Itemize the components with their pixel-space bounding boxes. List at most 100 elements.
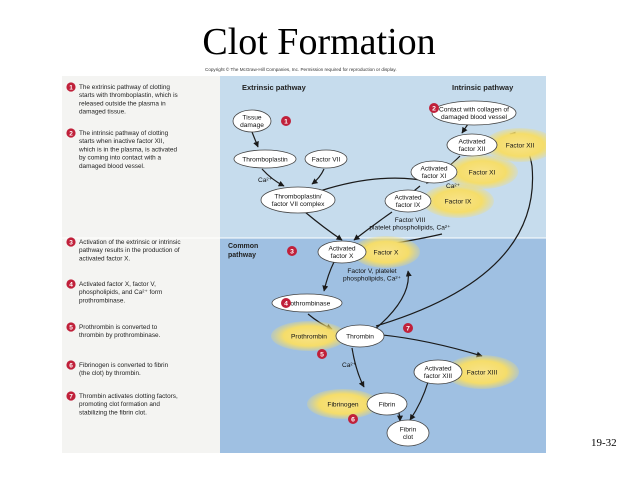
legend-line: Prothrombin is converted to (79, 324, 158, 331)
node-label-line: Activated (424, 366, 451, 373)
arrow-factorvii-to-complex (311, 168, 325, 185)
legend-line: Fibrinogen is converted to fibrin (79, 362, 169, 369)
node-label-line: factor XII (459, 146, 486, 153)
node-label-line: Prothrombin (291, 333, 327, 340)
node-label-line: Factor XII (506, 142, 535, 149)
step-number: 7 (69, 394, 73, 401)
node-label-line: factor VII complex (272, 201, 325, 208)
node-bubble (384, 189, 432, 213)
badge-number: 4 (284, 300, 288, 307)
legend-line: (the clot) by thrombin. (79, 370, 141, 377)
yellow-factor-glow (422, 184, 494, 218)
step-badge-5: 5 (317, 349, 327, 359)
step-number-badge (66, 279, 76, 289)
badge-circle (348, 414, 358, 424)
step-number: 5 (69, 325, 73, 332)
legend-line: starts with thromboplastin, which is (79, 92, 178, 99)
node-label-line: factor IX (396, 202, 421, 209)
intrinsic-pathway-label: Intrinsic pathway (452, 83, 514, 92)
badge-circle (281, 116, 291, 126)
clotting-diagram: Extrinsic pathway Intrinsic pathway Comm… (62, 76, 556, 453)
node-fibrinogen: Fibrinogen (307, 389, 379, 419)
node-label-line: Thromboplastin (242, 156, 288, 163)
legend-line: prothrombinase. (79, 297, 125, 304)
step-number: 1 (69, 85, 73, 92)
node-label-line: Factor X (374, 249, 400, 256)
common-pathway-label: Common pathway (228, 243, 260, 259)
node-label: Thrombin (346, 333, 374, 340)
arrow-contact-to-actxii (461, 123, 469, 134)
legend-step-3: 3 Activation of the extrinsic or intrinsi… (66, 237, 181, 262)
node-bubble (386, 419, 430, 447)
node-label-line: Fibrinogen (327, 401, 358, 408)
legend-step-text: Fibrinogen is converted to fibrin(the cl… (79, 362, 169, 377)
badge-circle (403, 323, 413, 333)
badge-number: 1 (284, 118, 288, 125)
step-badge-3: 3 (287, 246, 297, 256)
step-badge-4: 4 (281, 298, 291, 308)
copyright-notice: Copyright © The McGraw-Hill Companies, I… (205, 67, 397, 72)
arrow-actx-to-prothrombinase (322, 261, 335, 292)
node-label-line: clot (403, 434, 413, 441)
node-label: Prothrombin (291, 333, 327, 340)
legend-step-text: Activated factor X, factor V,phospholipi… (79, 281, 162, 304)
arrow-thrombin-to-fibrin (351, 347, 365, 388)
clotting-figure: Extrinsic pathway Intrinsic pathway Comm… (62, 76, 556, 453)
legend-line: The extrinsic pathway of clotting (79, 84, 170, 91)
legend-line: starts when inactive factor XII, (79, 138, 164, 145)
badge-number: 5 (320, 351, 324, 358)
step-number-badge (66, 322, 76, 332)
node-fibrin: Fibrin (366, 392, 408, 416)
node-bubble (317, 240, 367, 264)
node-label-line: Fibrin (400, 427, 417, 434)
legend-line: Activation of the extrinsic or intrinsic (79, 239, 181, 246)
legend-line: Activated factor X, factor V, (79, 281, 156, 288)
step-number: 3 (69, 240, 73, 247)
slide-number: 19-32 (591, 437, 617, 449)
legend-step-text: Activation of the extrinsic or intrinsic… (79, 239, 181, 262)
node-label-line: Activated (420, 166, 447, 173)
legend-line: phospholipids, and Ca²⁺ form (79, 289, 162, 296)
node-bubble (335, 324, 385, 348)
node-label-line: damaged blood vessel (441, 114, 508, 121)
node-label-line: Tissue (242, 115, 262, 122)
node-bubble (431, 100, 517, 126)
badge-number: 7 (406, 325, 410, 332)
annotation-line: Ca²⁺ (258, 177, 273, 184)
legend-line: damaged blood vessel. (79, 163, 145, 170)
node-label-line: Activated (458, 139, 485, 146)
node-label: Factor XIII (467, 369, 498, 376)
node-label: Prothrombinase (284, 300, 331, 307)
legend-line: thrombin by prothrombinase. (79, 332, 161, 339)
node-label-line: Factor XIII (467, 369, 498, 376)
yellow-factor-glow (445, 355, 519, 389)
step-number-badge (66, 128, 76, 138)
node-bubble (232, 109, 272, 133)
step-badge-7: 7 (403, 323, 413, 333)
legend-step-text: Thrombin activates clotting factors,prom… (79, 393, 178, 416)
yellow-factor-glow (446, 155, 518, 189)
annotation-ca-fibrin: Ca²⁺ (342, 362, 357, 369)
node-label-line: Factor VII (312, 156, 341, 163)
node-factor-vii: Factor VII (304, 149, 348, 169)
legend-line: pathway results in the production of (79, 247, 180, 254)
node-prothrombinase: Prothrombinase (271, 293, 343, 313)
node-label: Thromboplastin/factor VII complex (272, 194, 325, 208)
arrow-actix-to-actx (353, 211, 393, 241)
annotation-line: Ca²⁺ (446, 183, 461, 190)
